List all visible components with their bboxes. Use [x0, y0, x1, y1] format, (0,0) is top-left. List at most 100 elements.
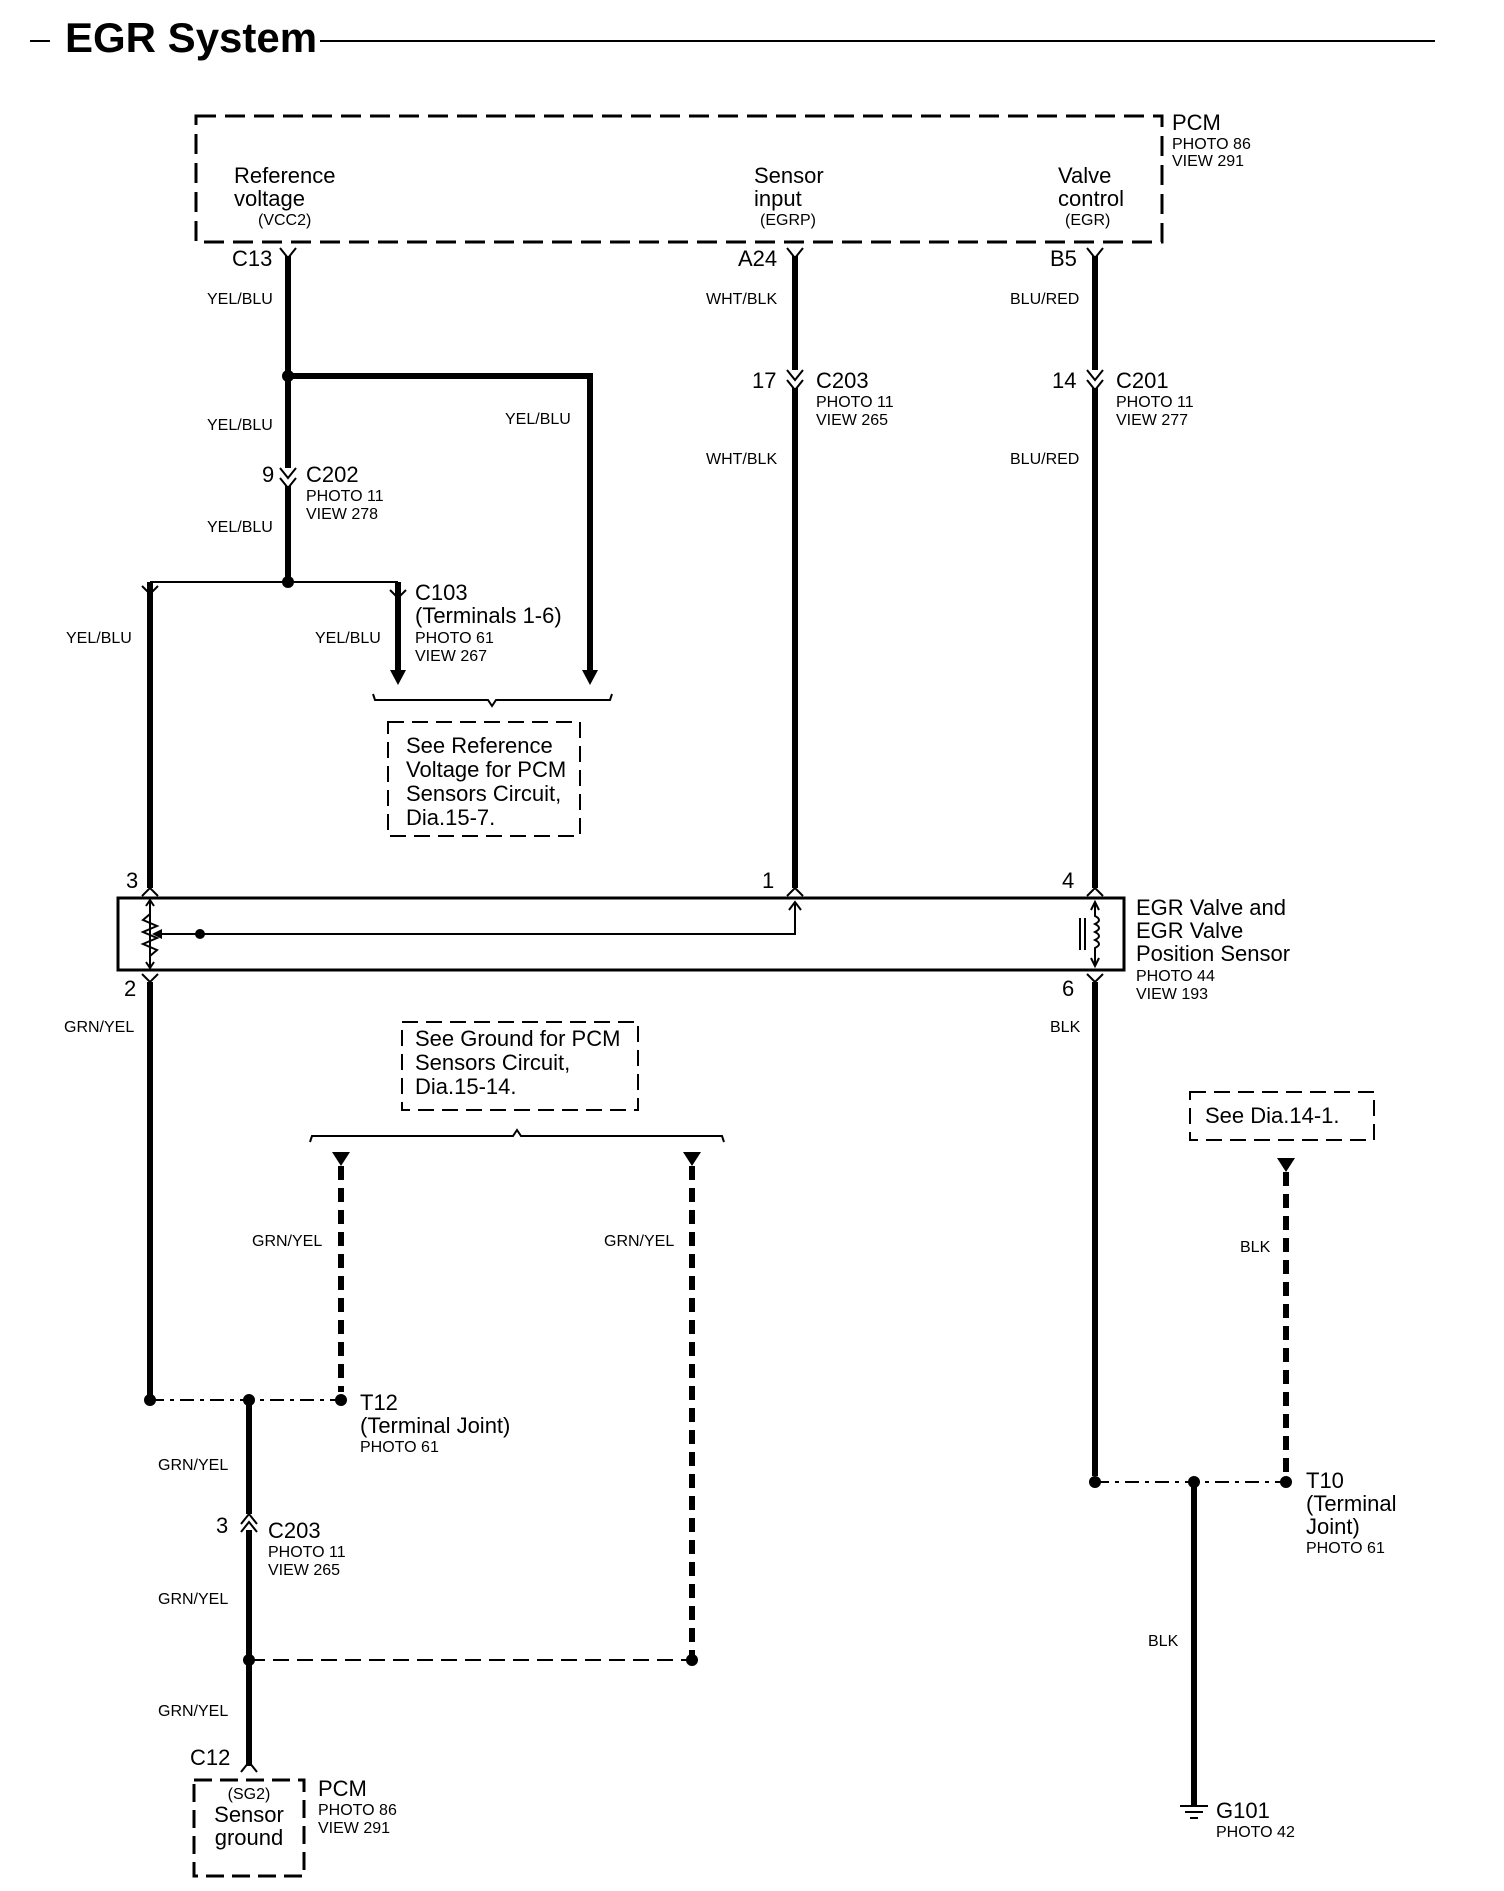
c203-bottom-pin-symbol-1 [240, 1512, 258, 1525]
c103-name: C103 [415, 580, 468, 605]
pot-wiper-arrow [152, 929, 162, 939]
solenoid-top-arrow [1090, 899, 1100, 911]
wire-c202-below-label: YEL/BLU [207, 519, 273, 536]
c202-pin-symbol-top [279, 467, 297, 480]
wire-blk-gnd-label: BLK [1148, 1633, 1179, 1650]
egr-pin3-symbol [141, 886, 159, 897]
c203-top-pin-symbol-1 [786, 369, 804, 382]
c203-bottom-photo: PHOTO 11 [268, 1544, 346, 1561]
c12-pin-symbol [240, 1760, 258, 1773]
arrow-blk [1277, 1158, 1295, 1172]
egr-pin2-symbol [141, 973, 159, 984]
wire-c201-below-label: BLU/RED [1010, 451, 1079, 468]
g101-name: G101 [1216, 1798, 1270, 1823]
splice-ref-2 [282, 576, 294, 588]
wire-c12-label: GRN/YEL [158, 1703, 228, 1720]
ground-icon [1180, 1805, 1208, 1819]
gnd-note-box [401, 1021, 639, 1111]
wire-c203-top-below-label: WHT/BLK [706, 451, 777, 468]
pot-top-arrow [145, 898, 155, 907]
c203-top-name: C203 [816, 368, 869, 393]
pcm-sensor-label-1: Sensor [754, 163, 824, 188]
wire-grn-a-label: GRN/YEL [252, 1233, 322, 1250]
wire-left-bottom-label: GRN/YEL [64, 1019, 134, 1036]
gnd-note-bracket [309, 1128, 725, 1143]
c103-view: VIEW 267 [415, 648, 487, 665]
pcm-bottom-line2: ground [215, 1825, 284, 1850]
gnd-note-line1: See Ground for PCM [415, 1026, 620, 1051]
wire-c203-bottom-above-label: GRN/YEL [158, 1457, 228, 1474]
solenoid-bottom-arrow [1090, 957, 1100, 969]
pcm-ref-label-2: voltage [234, 186, 305, 211]
pcm-top-block: PCM PHOTO 86 VIEW 291 Reference voltage … [194, 110, 1251, 271]
egr-pin-4: 4 [1062, 868, 1074, 893]
ref-note-line1: See Reference [406, 733, 553, 758]
c103-photo: PHOTO 61 [415, 630, 494, 647]
pot-bottom-arrow [145, 961, 155, 970]
t10-name: T10 [1306, 1468, 1344, 1493]
dia14-note: See Dia.14-1. [1205, 1103, 1340, 1128]
c201-pin-symbol-1 [1086, 369, 1104, 382]
dia14-note-box [1189, 1091, 1375, 1141]
blk-ground-circuit: BLK See Dia.14-1. BLK T10 (Terminal Join… [1050, 982, 1396, 1841]
pin-a24-label: A24 [738, 246, 777, 271]
pot-wiper-line [162, 904, 796, 935]
pcm-bottom-box [192, 1778, 306, 1878]
egr-name-line1: EGR Valve and [1136, 895, 1286, 920]
pcm-bottom-line1: Sensor [214, 1802, 284, 1827]
wire-b5-label: BLU/RED [1010, 291, 1079, 308]
solenoid-coil [1092, 904, 1100, 964]
egr-view: VIEW 193 [1136, 986, 1208, 1003]
pcm-valve-code: (EGR) [1065, 212, 1110, 229]
pot-wiper-dot [195, 929, 205, 939]
pin-c13-label: C13 [232, 246, 272, 271]
t10-line1: (Terminal [1306, 1491, 1396, 1516]
pcm-valve-label-1: Valve [1058, 163, 1111, 188]
egr-valve-component: 3 1 4 2 6 EGR Valve and EGR Valve Positi… [116, 868, 1290, 1003]
sensor-input-circuit: WHT/BLK 17 C203 PHOTO 11 VIEW 265 WHT/BL… [706, 247, 894, 888]
pot-resistor [140, 913, 160, 957]
wire-c103-label: YEL/BLU [315, 630, 381, 647]
t10-photo: PHOTO 61 [1306, 1540, 1385, 1557]
pcm-ref-code: (VCC2) [258, 212, 311, 229]
c203-bottom-pin: 3 [216, 1513, 228, 1538]
c203-bottom-name: C203 [268, 1518, 321, 1543]
c201-photo: PHOTO 11 [1116, 394, 1194, 411]
pcm-sensor-label-2: input [754, 186, 802, 211]
egr-pin-1: 1 [762, 868, 774, 893]
egr-name-line3: Position Sensor [1136, 941, 1290, 966]
sensor-ground-circuit: GRN/YEL See Ground for PCM Sensors Circu… [64, 982, 725, 1878]
page-title: EGR System [65, 14, 317, 61]
pcm-top-name: PCM [1172, 110, 1221, 135]
c202-photo: PHOTO 11 [306, 488, 384, 505]
pcm-top-box [194, 114, 1164, 244]
egr-valve-box [116, 896, 1126, 972]
pcm-sensor-code: (EGRP) [760, 212, 816, 229]
pcm-ref-label-1: Reference [234, 163, 336, 188]
t12-dot-right [335, 1394, 347, 1406]
c202-pin: 9 [262, 462, 274, 487]
wire-c203-bottom-below-label: GRN/YEL [158, 1591, 228, 1608]
wire-grn-b-label: GRN/YEL [604, 1233, 674, 1250]
arrow-branch-ref-note [582, 670, 598, 685]
wire-branch-to-ref-note [288, 373, 593, 672]
arrow-c103 [390, 670, 406, 685]
gnd-note-line3: Dia.15-14. [415, 1074, 517, 1099]
t10-line2: Joint) [1306, 1514, 1360, 1539]
arrow-grn-a [332, 1152, 350, 1166]
page-header: EGR System [30, 14, 1435, 61]
wire-c13-label: YEL/BLU [207, 291, 273, 308]
c203-bottom-pin-symbol-2 [240, 1520, 258, 1533]
valve-control-circuit: BLU/RED 14 C201 PHOTO 11 VIEW 277 BLU/RE… [1010, 247, 1194, 888]
wire-left-top-label: YEL/BLU [66, 630, 132, 647]
c201-view: VIEW 277 [1116, 412, 1188, 429]
ref-note-bracket [372, 693, 613, 708]
gnd-note-line2: Sensors Circuit, [415, 1050, 570, 1075]
wire-c202-above-label: YEL/BLU [207, 417, 273, 434]
pcm-valve-label-2: control [1058, 186, 1124, 211]
ground-joint-dot-right [686, 1654, 698, 1666]
wire-branch-label: YEL/BLU [505, 411, 571, 428]
t12-desc: (Terminal Joint) [360, 1413, 510, 1438]
